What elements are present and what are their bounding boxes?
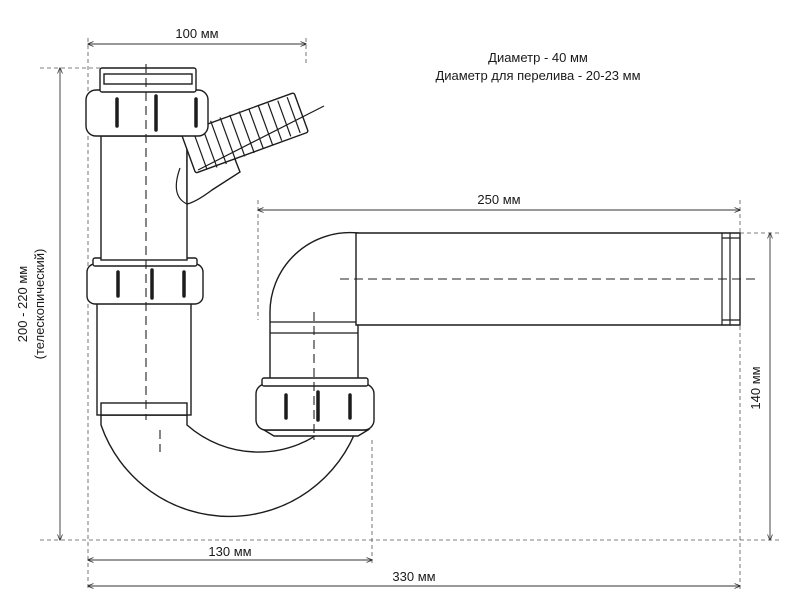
siphon-body	[85, 64, 760, 518]
height-label: 200 - 220 мм	[15, 266, 30, 342]
outlet-length-label: 250 мм	[477, 192, 520, 207]
outlet-height-label: 140 мм	[748, 366, 763, 409]
outlet-pipe	[355, 232, 741, 326]
total-width-label: 330 мм	[392, 569, 435, 584]
u-bend	[100, 414, 359, 518]
middle-union-nut	[86, 257, 204, 305]
right-union-nut	[255, 377, 375, 437]
top-width-label: 100 мм	[175, 26, 218, 41]
upper-tube	[100, 135, 188, 261]
overflow-diameter-text: Диаметр для перелива - 20-23 мм	[435, 68, 640, 83]
diameter-text: Диаметр - 40 мм	[488, 50, 588, 65]
trap-width-label: 130 мм	[208, 544, 251, 559]
height-note-label: (телескопический)	[32, 249, 47, 360]
lower-tube	[96, 302, 192, 416]
dimension-lines	[60, 44, 770, 586]
top-union-nut	[85, 89, 209, 137]
overflow-hose	[181, 92, 309, 174]
